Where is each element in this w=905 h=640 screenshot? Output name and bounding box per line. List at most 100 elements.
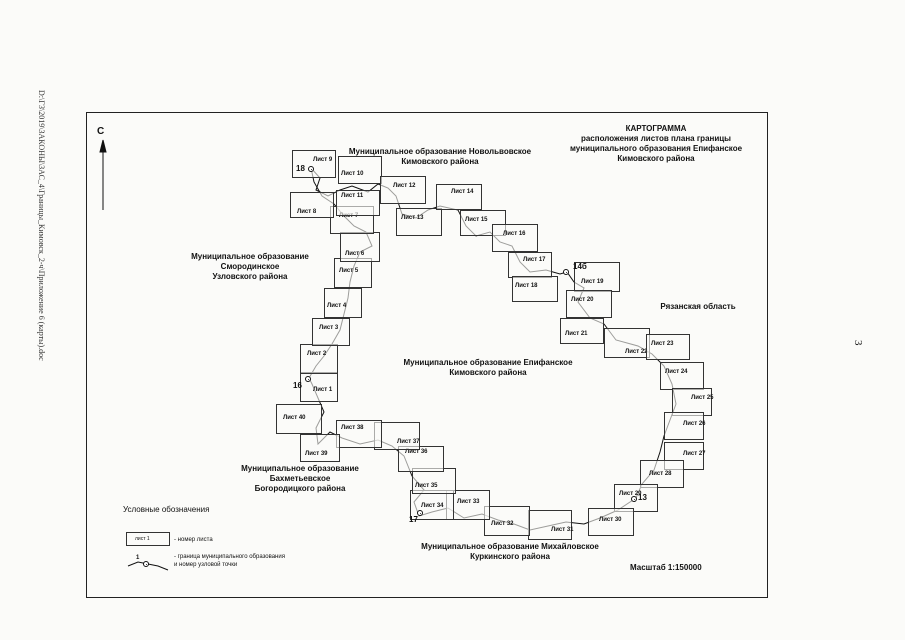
- legend-border-desc: - граница муниципального образования и н…: [174, 553, 285, 569]
- map-sheet-label: Лист 17: [523, 257, 546, 263]
- map-sheet-20: Лист 20: [566, 290, 612, 318]
- region-label-ryazan: Рязанская область: [648, 302, 748, 312]
- map-sheet-40: Лист 40: [276, 404, 322, 434]
- map-sheet-30: Лист 30: [588, 508, 634, 536]
- legend-sheet-sample: лист 1: [126, 532, 170, 546]
- map-sheet-label: Лист 6: [345, 251, 365, 257]
- legend-border-desc-line-2: и номер узловой точки: [174, 562, 238, 568]
- node-number-label: 16: [293, 381, 302, 390]
- map-sheet-5: Лист 5: [334, 258, 372, 288]
- map-sheet-label: Лист 22: [625, 349, 648, 355]
- region-label-epifanskoe: Муниципальное образование Епифанское Ким…: [388, 358, 588, 378]
- map-sheet-label: Лист 19: [581, 279, 604, 285]
- map-sheet-32: Лист 32: [484, 506, 530, 536]
- map-sheet-label: Лист 7: [339, 213, 359, 219]
- map-sheet-label: Лист 38: [341, 425, 364, 431]
- map-sheet-label: Лист 34: [421, 503, 444, 509]
- map-sheet-label: Лист 36: [405, 449, 428, 455]
- region-label-bakhmetevskoe: Муниципальное образование Бахметьевское …: [220, 464, 380, 494]
- map-sheet-label: Лист 18: [515, 283, 538, 289]
- region-mikhaylovskoe-line-1: Муниципальное образование Михайловское: [421, 542, 599, 551]
- map-sheet-label: Лист 35: [415, 483, 438, 489]
- region-smorodinskoe-line-1: Муниципальное образование: [191, 252, 309, 261]
- legend-node-icon: [143, 561, 149, 567]
- legend-title: Условные обозначения: [123, 505, 210, 514]
- map-sheet-label: Лист 24: [665, 369, 688, 375]
- region-bakhmetevskoe-line-3: Богородицкого района: [254, 484, 346, 493]
- map-sheet-label: Лист 14: [451, 189, 474, 195]
- map-sheet-13: Лист 13: [396, 208, 442, 236]
- map-sheet-label: Лист 1: [313, 387, 333, 393]
- map-scale: Масштаб 1:150000: [630, 563, 702, 572]
- map-sheet-22: Лист 22: [604, 328, 650, 358]
- node-point-icon: [417, 510, 423, 516]
- map-sheet-18: Лист 18: [512, 276, 558, 302]
- node-point-icon: [563, 269, 569, 275]
- map-sheet-label: Лист 13: [401, 215, 424, 221]
- map-sheet-12: Лист 12: [380, 176, 426, 204]
- map-sheet-label: Лист 12: [393, 183, 416, 189]
- map-sheet-label: Лист 8: [297, 209, 317, 215]
- map-sheet-label: Лист 4: [327, 303, 347, 309]
- map-sheet-11: Лист 11: [336, 190, 380, 216]
- legend-border-desc-line-1: - граница муниципального образования: [174, 554, 285, 560]
- map-sheet-17: Лист 17: [508, 252, 552, 278]
- map-sheet-label: Лист 10: [341, 171, 364, 177]
- map-sheet-label: Лист 25: [691, 395, 714, 401]
- map-sheet-16: Лист 16: [492, 224, 538, 252]
- region-novolvovskoe-line-2: Кимовского района: [401, 157, 479, 166]
- node-number-label: 14б: [573, 262, 587, 271]
- map-frame: [86, 112, 768, 598]
- region-mikhaylovskoe-line-2: Куркинского района: [470, 552, 550, 561]
- map-sheet-10: Лист 10: [338, 156, 382, 184]
- map-sheet-label: Лист 31: [551, 527, 574, 533]
- region-novolvovskoe-line-1: Муниципальное образование Новольвовское: [348, 147, 532, 156]
- map-sheet-14: Лист 14: [436, 184, 482, 210]
- region-label-mikhaylovskoe: Муниципальное образование Михайловское К…: [400, 542, 620, 562]
- map-sheet-3: Лист 3: [312, 318, 350, 346]
- node-number-label: 18: [296, 164, 305, 173]
- region-epifanskoe-line-1: Муниципальное образование Епифанское: [403, 358, 573, 367]
- map-title-line-1: КАРТОГРАММА: [625, 124, 687, 133]
- map-sheet-2: Лист 2: [300, 344, 338, 374]
- map-sheet-25: Лист 25: [672, 388, 714, 416]
- north-arrow-icon: [99, 139, 107, 210]
- map-sheet-label: Лист 30: [599, 517, 622, 523]
- legend-sheet-sample-label: лист 1: [135, 536, 150, 542]
- map-sheet-21: Лист 21: [560, 318, 604, 344]
- compass-label: С: [97, 126, 105, 137]
- map-sheet-38: Лист 38: [336, 420, 382, 448]
- map-sheet-36: Лист 36: [398, 446, 444, 472]
- map-sheet-label: Лист 9: [313, 157, 333, 163]
- region-smorodinskoe-line-3: Узловского района: [212, 272, 288, 281]
- map-title-line-4: Кимовского района: [617, 154, 695, 163]
- map-sheet-9: Лист 9: [292, 150, 336, 178]
- legend-node-sample: 1: [136, 555, 140, 561]
- map-sheet-label: Лист 40: [283, 415, 306, 421]
- node-number-label: 17: [409, 515, 418, 524]
- map-sheet-8: Лист 8: [290, 192, 334, 218]
- node-point-icon: [631, 496, 637, 502]
- map-sheet-label: Лист 11: [341, 193, 364, 199]
- map-sheet-label: Лист 32: [491, 521, 514, 527]
- node-point-icon: [308, 166, 314, 172]
- map-sheet-6: Лист 6: [340, 232, 380, 262]
- map-sheet-label: Лист 37: [397, 439, 420, 445]
- map-sheet-31: Лист 31: [528, 510, 574, 540]
- region-epifanskoe-line-2: Кимовского района: [449, 368, 527, 377]
- map-sheet-label: Лист 5: [339, 268, 359, 274]
- map-sheet-label: Лист 15: [465, 217, 488, 223]
- map-sheet-28: Лист 28: [640, 460, 684, 488]
- region-label-smorodinskoe: Муниципальное образование Смородинское У…: [170, 252, 330, 282]
- map-sheet-label: Лист 28: [649, 471, 672, 477]
- map-sheet-label: Лист 29: [619, 491, 642, 497]
- region-bakhmetevskoe-line-2: Бахметьевское: [269, 474, 331, 483]
- region-label-novolvovskoe: Муниципальное образование Новольвовское …: [330, 147, 550, 167]
- map-sheet-4: Лист 4: [324, 288, 362, 318]
- region-smorodinskoe-line-2: Смородинское: [220, 262, 280, 271]
- map-sheet-label: Лист 39: [305, 451, 328, 457]
- map-title: КАРТОГРАММА расположения листов плана гр…: [556, 124, 756, 164]
- map-sheet-label: Лист 33: [457, 499, 480, 505]
- map-sheet-39: Лист 39: [300, 434, 340, 462]
- map-title-line-2: расположения листов плана границы: [580, 134, 732, 143]
